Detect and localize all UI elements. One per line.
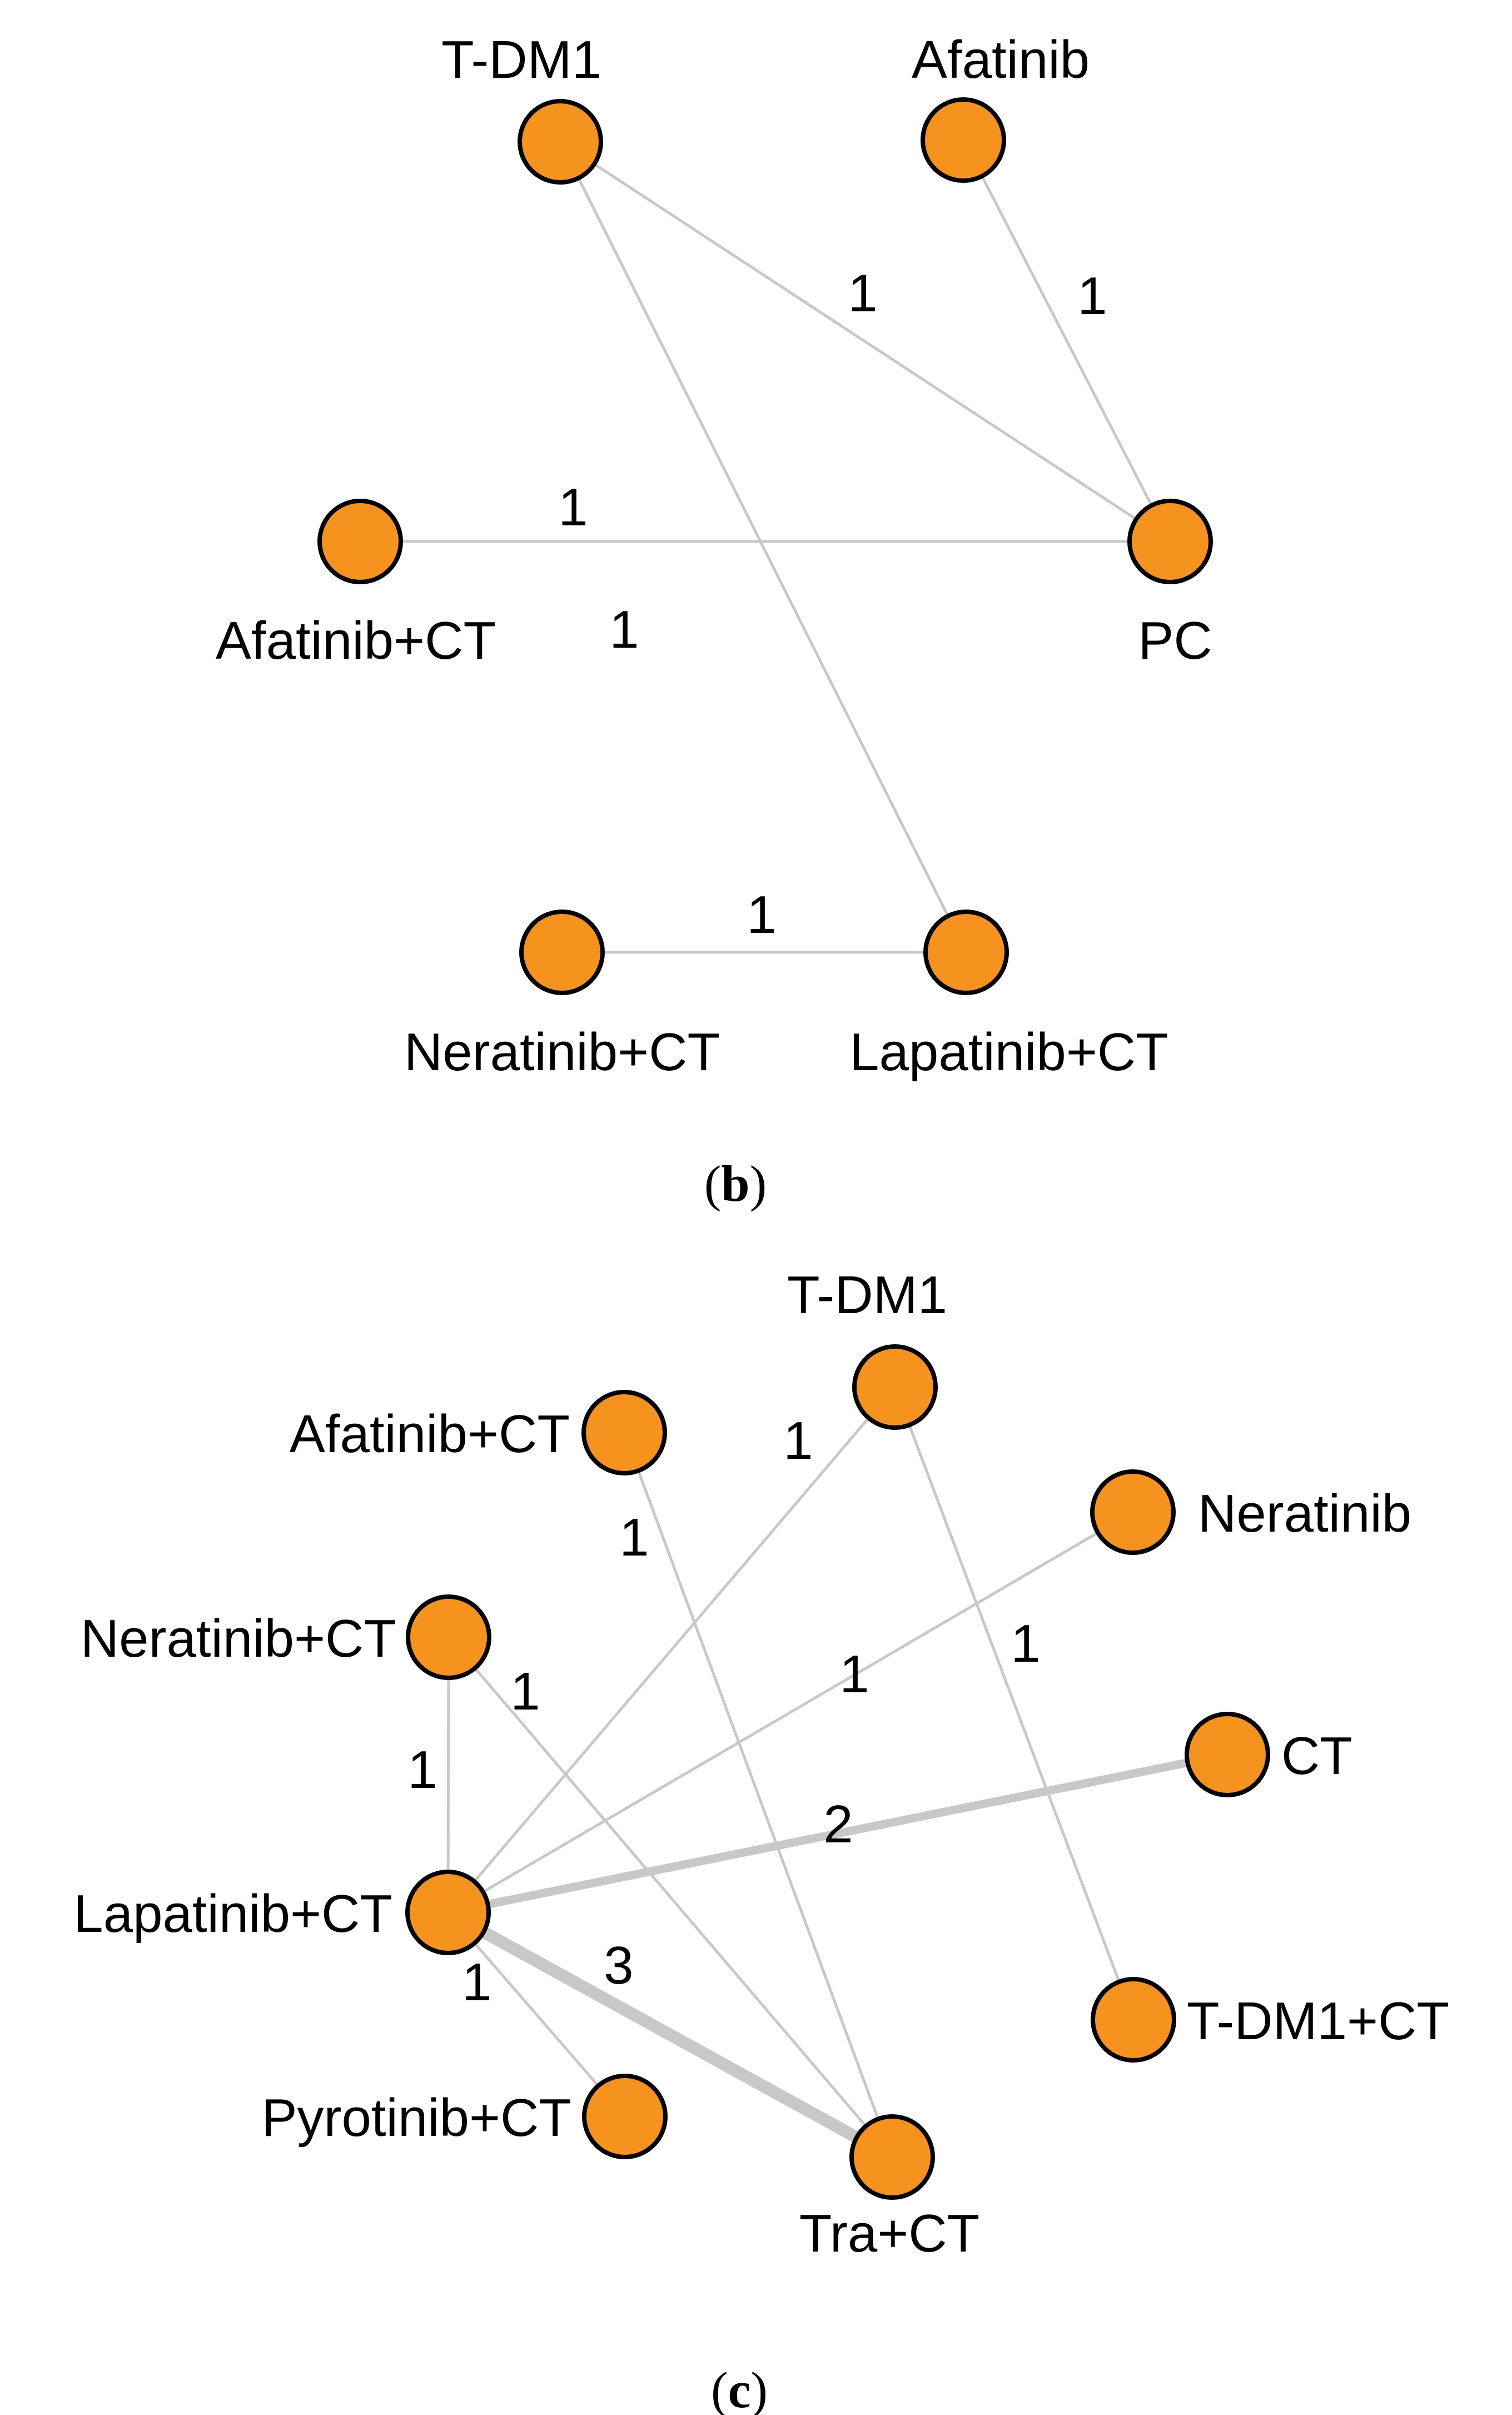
node-neratinib_ct [406,1594,491,1680]
edge-weight-label: 1 [510,1662,540,1721]
edge-weight-label: 1 [609,600,639,659]
edge-weight-label: 1 [462,1952,491,2012]
edge-weight-label: 3 [604,1936,633,1995]
edge-afatinib--pc [962,139,1172,543]
edge-neratinib_ct--lapatinib_ct [446,1637,450,1913]
node-afatinib_ct [581,1390,667,1475]
node-afatinib [921,97,1006,183]
node-ct [1185,1712,1270,1797]
edge-weight-label: 1 [848,264,877,323]
node-lapatinib_ct [923,910,1009,995]
node-label-afatinib_ct: Afatinib+CT [290,1404,570,1464]
node-tdm1 [852,1344,938,1430]
node-afatinib_ct [317,499,403,584]
edge-weight-label: 1 [558,478,588,537]
panel-caption-c: (c) [711,2362,768,2415]
panel-caption-b: (b) [704,1155,767,1212]
edge-tdm1--tdm1_ct [893,1387,1135,2020]
edge-weight-label: 1 [619,1508,649,1567]
edge-weight-label: 1 [407,1740,437,1800]
edge-lapatinib_ct--pyrotinib_ct [447,1911,626,2118]
node-label-neratinib_ct: Neratinib+CT [81,1609,396,1668]
node-label-afatinib: Afatinib [912,30,1090,90]
node-neratinib [1090,1469,1176,1555]
node-label-tdm1: T-DM1 [441,30,601,90]
node-label-ct: CT [1281,1726,1352,1786]
node-label-tra_ct: Tra+CT [799,2204,979,2263]
node-label-pyrotinib_ct: Pyrotinib+CT [261,2088,571,2148]
edge-weight-label: 1 [1011,1614,1040,1673]
node-tra_ct [849,2114,935,2200]
node-pyrotinib_ct [582,2074,668,2159]
edge-tdm1--pc [559,140,1171,543]
node-pc [1127,499,1213,584]
edge-neratinib_ct--tra_ct [447,1636,893,2158]
node-label-afatinib_ct: Afatinib+CT [216,611,496,670]
node-lapatinib_ct [405,1870,491,1955]
node-label-tdm1: T-DM1 [787,1265,947,1325]
node-label-lapatinib_ct: Lapatinib+CT [849,1022,1168,1082]
edge-tdm1--lapatinib_ct [559,141,968,953]
edge-ct--lapatinib_ct [447,1750,1228,1917]
node-label-tdm1_ct: T-DM1+CT [1187,1991,1449,2051]
edge-lapatinib_ct--tra_ct [445,1907,896,2163]
node-tdm1 [518,99,603,185]
edge-weight-label: 1 [747,885,776,945]
edge-weight-label: 2 [823,1795,853,1854]
edge-weight-label: 1 [1077,266,1107,326]
edge-afatinib_ct--tra_ct [623,1432,894,2158]
edge-tdm1--lapatinib_ct [447,1386,896,1914]
node-neratinib_ct [519,910,605,995]
edge-weight-label: 1 [783,1411,813,1470]
node-label-neratinib: Neratinib [1198,1484,1411,1543]
edge-neratinib--lapatinib_ct [447,1510,1134,1914]
node-label-lapatinib_ct: Lapatinib+CT [73,1884,392,1944]
node-label-neratinib_ct: Neratinib+CT [404,1022,720,1082]
edge-weight-label: 1 [839,1644,869,1704]
node-label-pc: PC [1138,611,1212,670]
node-tdm1_ct [1091,1977,1176,2063]
